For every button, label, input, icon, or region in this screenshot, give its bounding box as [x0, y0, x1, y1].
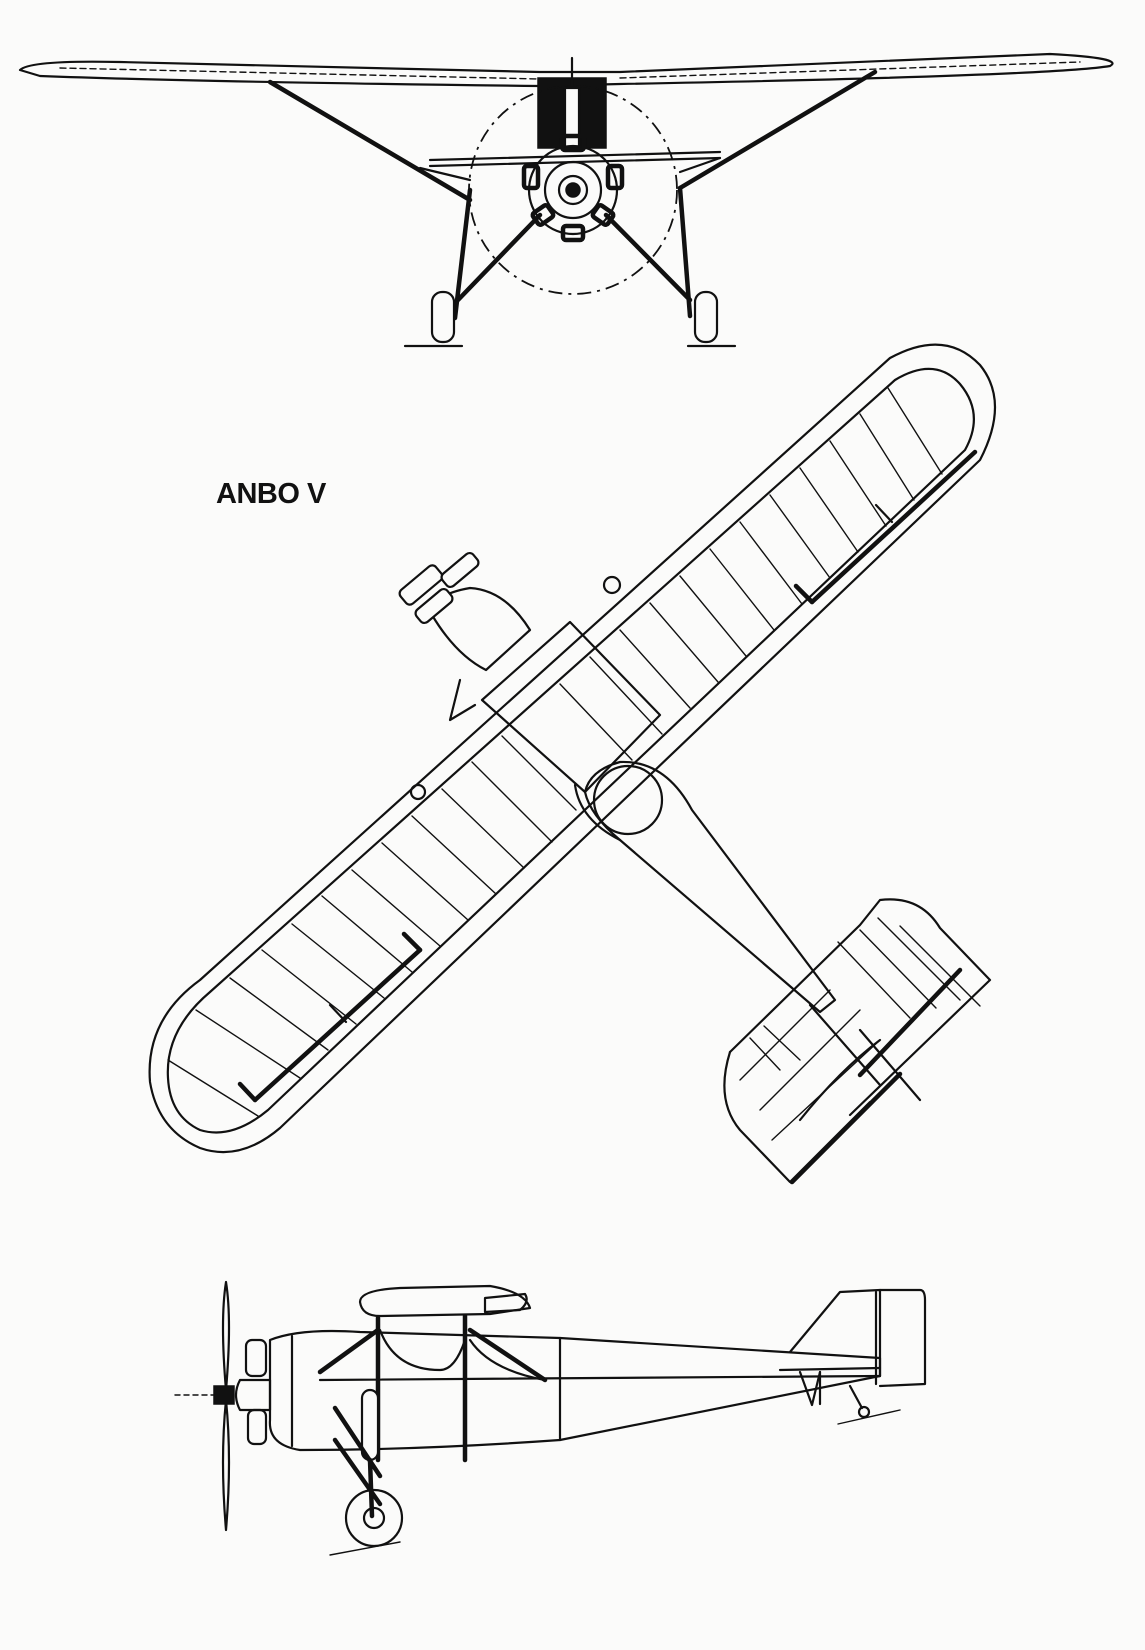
- top-wing: [148, 343, 996, 1154]
- side-propeller: [174, 1280, 235, 1532]
- side-wing: [317, 1284, 548, 1463]
- top-wing-center: [480, 620, 662, 794]
- top-fuselage: [573, 760, 837, 1014]
- side-engine: [234, 1338, 272, 1446]
- top-engine: [398, 551, 622, 801]
- top-view: [148, 343, 996, 1185]
- wing-ribs: [167, 387, 943, 1117]
- top-tailplane: [723, 898, 992, 1185]
- front-landing-gear: [403, 156, 737, 348]
- aircraft-title: ANBO V: [216, 478, 326, 510]
- radial-engine: [521, 133, 625, 243]
- front-wing: [18, 52, 1114, 88]
- side-landing-gear: [329, 1388, 404, 1556]
- side-tail: [778, 1288, 927, 1425]
- side-view: [174, 1280, 927, 1556]
- front-view: [18, 52, 1114, 348]
